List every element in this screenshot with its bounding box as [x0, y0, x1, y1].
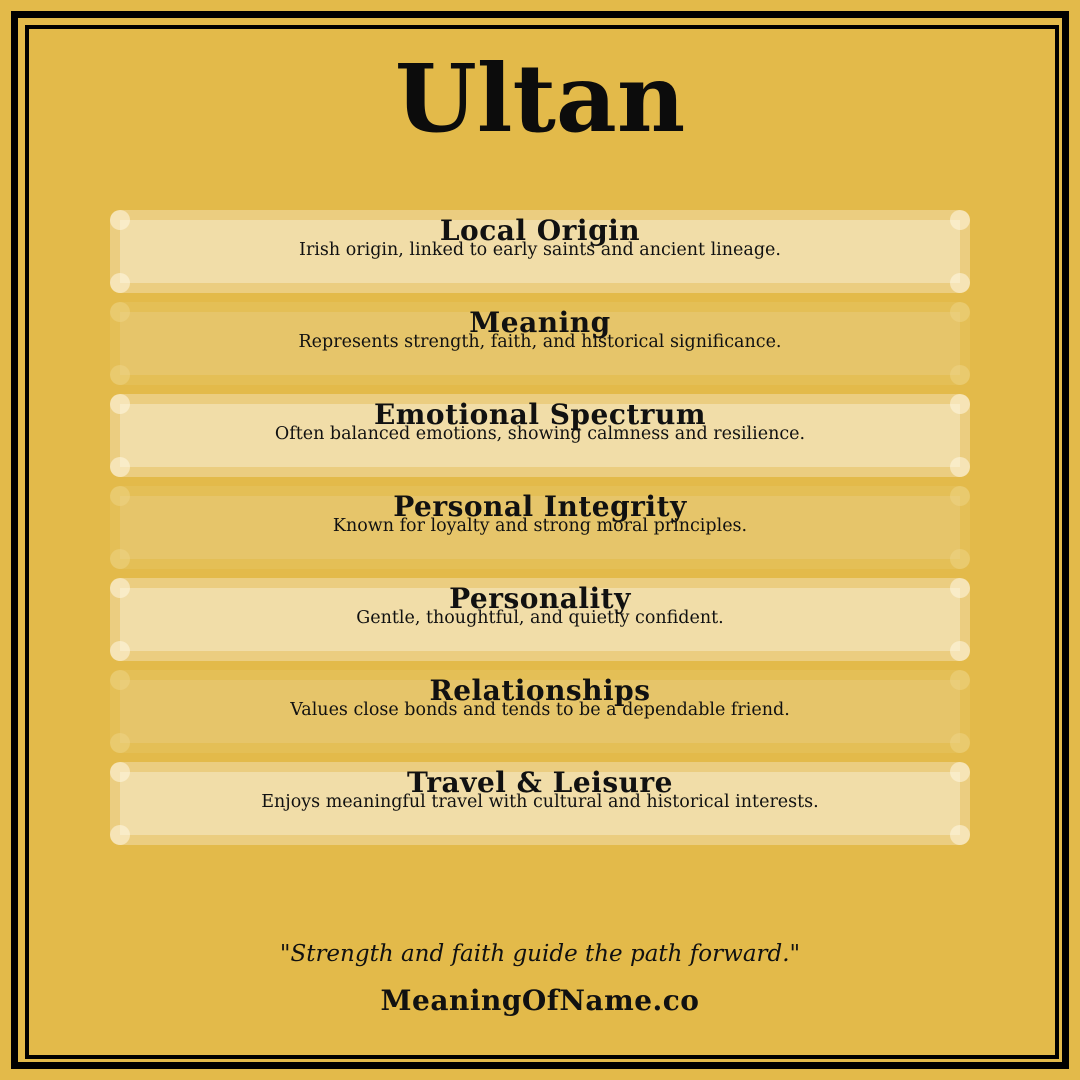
corner-dot-icon	[110, 641, 130, 661]
corner-dot-icon	[110, 762, 130, 782]
card-heading: Personal Integrity	[393, 490, 687, 523]
card-meaning: Meaning Represents strength, faith, and …	[110, 302, 970, 385]
card-travel-leisure: Travel & Leisure Enjoys meaningful trave…	[110, 762, 970, 845]
card-heading: Personality	[449, 582, 631, 615]
corner-dot-icon	[950, 825, 970, 845]
corner-dot-icon	[950, 578, 970, 598]
card-personal-integrity: Personal Integrity Known for loyalty and…	[110, 486, 970, 569]
card-description: Often balanced emotions, showing calmnes…	[274, 424, 806, 444]
corner-dot-icon	[950, 762, 970, 782]
card-band	[120, 680, 960, 743]
card-heading: Travel & Leisure	[406, 766, 673, 799]
corner-dot-icon	[110, 365, 130, 385]
corner-dot-icon	[110, 394, 130, 414]
brand-name: MeaningOfName.co	[380, 984, 700, 1017]
corner-dot-icon	[950, 273, 970, 293]
corner-dot-icon	[110, 670, 130, 690]
corner-dot-icon	[950, 549, 970, 569]
card-heading: Emotional Spectrum	[373, 398, 707, 431]
card-band	[120, 312, 960, 375]
corner-dot-icon	[950, 670, 970, 690]
corner-dot-icon	[110, 210, 130, 230]
card-description: Represents strength, faith, and historic…	[298, 332, 782, 352]
page-title: Ultan	[394, 44, 686, 154]
corner-dot-icon	[950, 365, 970, 385]
card-description: Gentle, thoughtful, and quietly confiden…	[356, 608, 724, 628]
card-band	[120, 496, 960, 559]
card-heading: Local Origin	[439, 214, 641, 247]
card-heading: Meaning	[469, 306, 611, 339]
card-band	[120, 220, 960, 283]
card-band	[120, 404, 960, 467]
card-personality: Personality Gentle, thoughtful, and quie…	[110, 578, 970, 661]
inner-border	[25, 25, 1059, 1059]
corner-dot-icon	[110, 825, 130, 845]
card-description: Values close bonds and tends to be a dep…	[290, 700, 790, 720]
corner-dot-icon	[950, 394, 970, 414]
quote: "Strength and faith guide the path forwa…	[279, 941, 801, 967]
corner-dot-icon	[950, 457, 970, 477]
corner-dot-icon	[950, 641, 970, 661]
corner-dot-icon	[950, 210, 970, 230]
corner-dot-icon	[950, 733, 970, 753]
corner-dot-icon	[950, 302, 970, 322]
card-relationships: Relationships Values close bonds and ten…	[110, 670, 970, 753]
corner-dot-icon	[110, 457, 130, 477]
card-description: Enjoys meaningful travel with cultural a…	[261, 792, 819, 812]
card-description: Irish origin, linked to early saints and…	[299, 240, 781, 260]
card-description: Known for loyalty and strong moral princ…	[332, 516, 748, 536]
card-heading: Relationships	[429, 674, 651, 707]
card-emotional-spectrum: Emotional Spectrum Often balanced emotio…	[110, 394, 970, 477]
corner-dot-icon	[110, 733, 130, 753]
outer-border	[11, 11, 1069, 1069]
corner-dot-icon	[110, 302, 130, 322]
card-band	[120, 588, 960, 651]
corner-dot-icon	[110, 578, 130, 598]
corner-dot-icon	[110, 273, 130, 293]
corner-dot-icon	[950, 486, 970, 506]
corner-dot-icon	[110, 486, 130, 506]
corner-dot-icon	[110, 549, 130, 569]
card-band	[120, 772, 960, 835]
card-local-origin: Local Origin Irish origin, linked to ear…	[110, 210, 970, 293]
